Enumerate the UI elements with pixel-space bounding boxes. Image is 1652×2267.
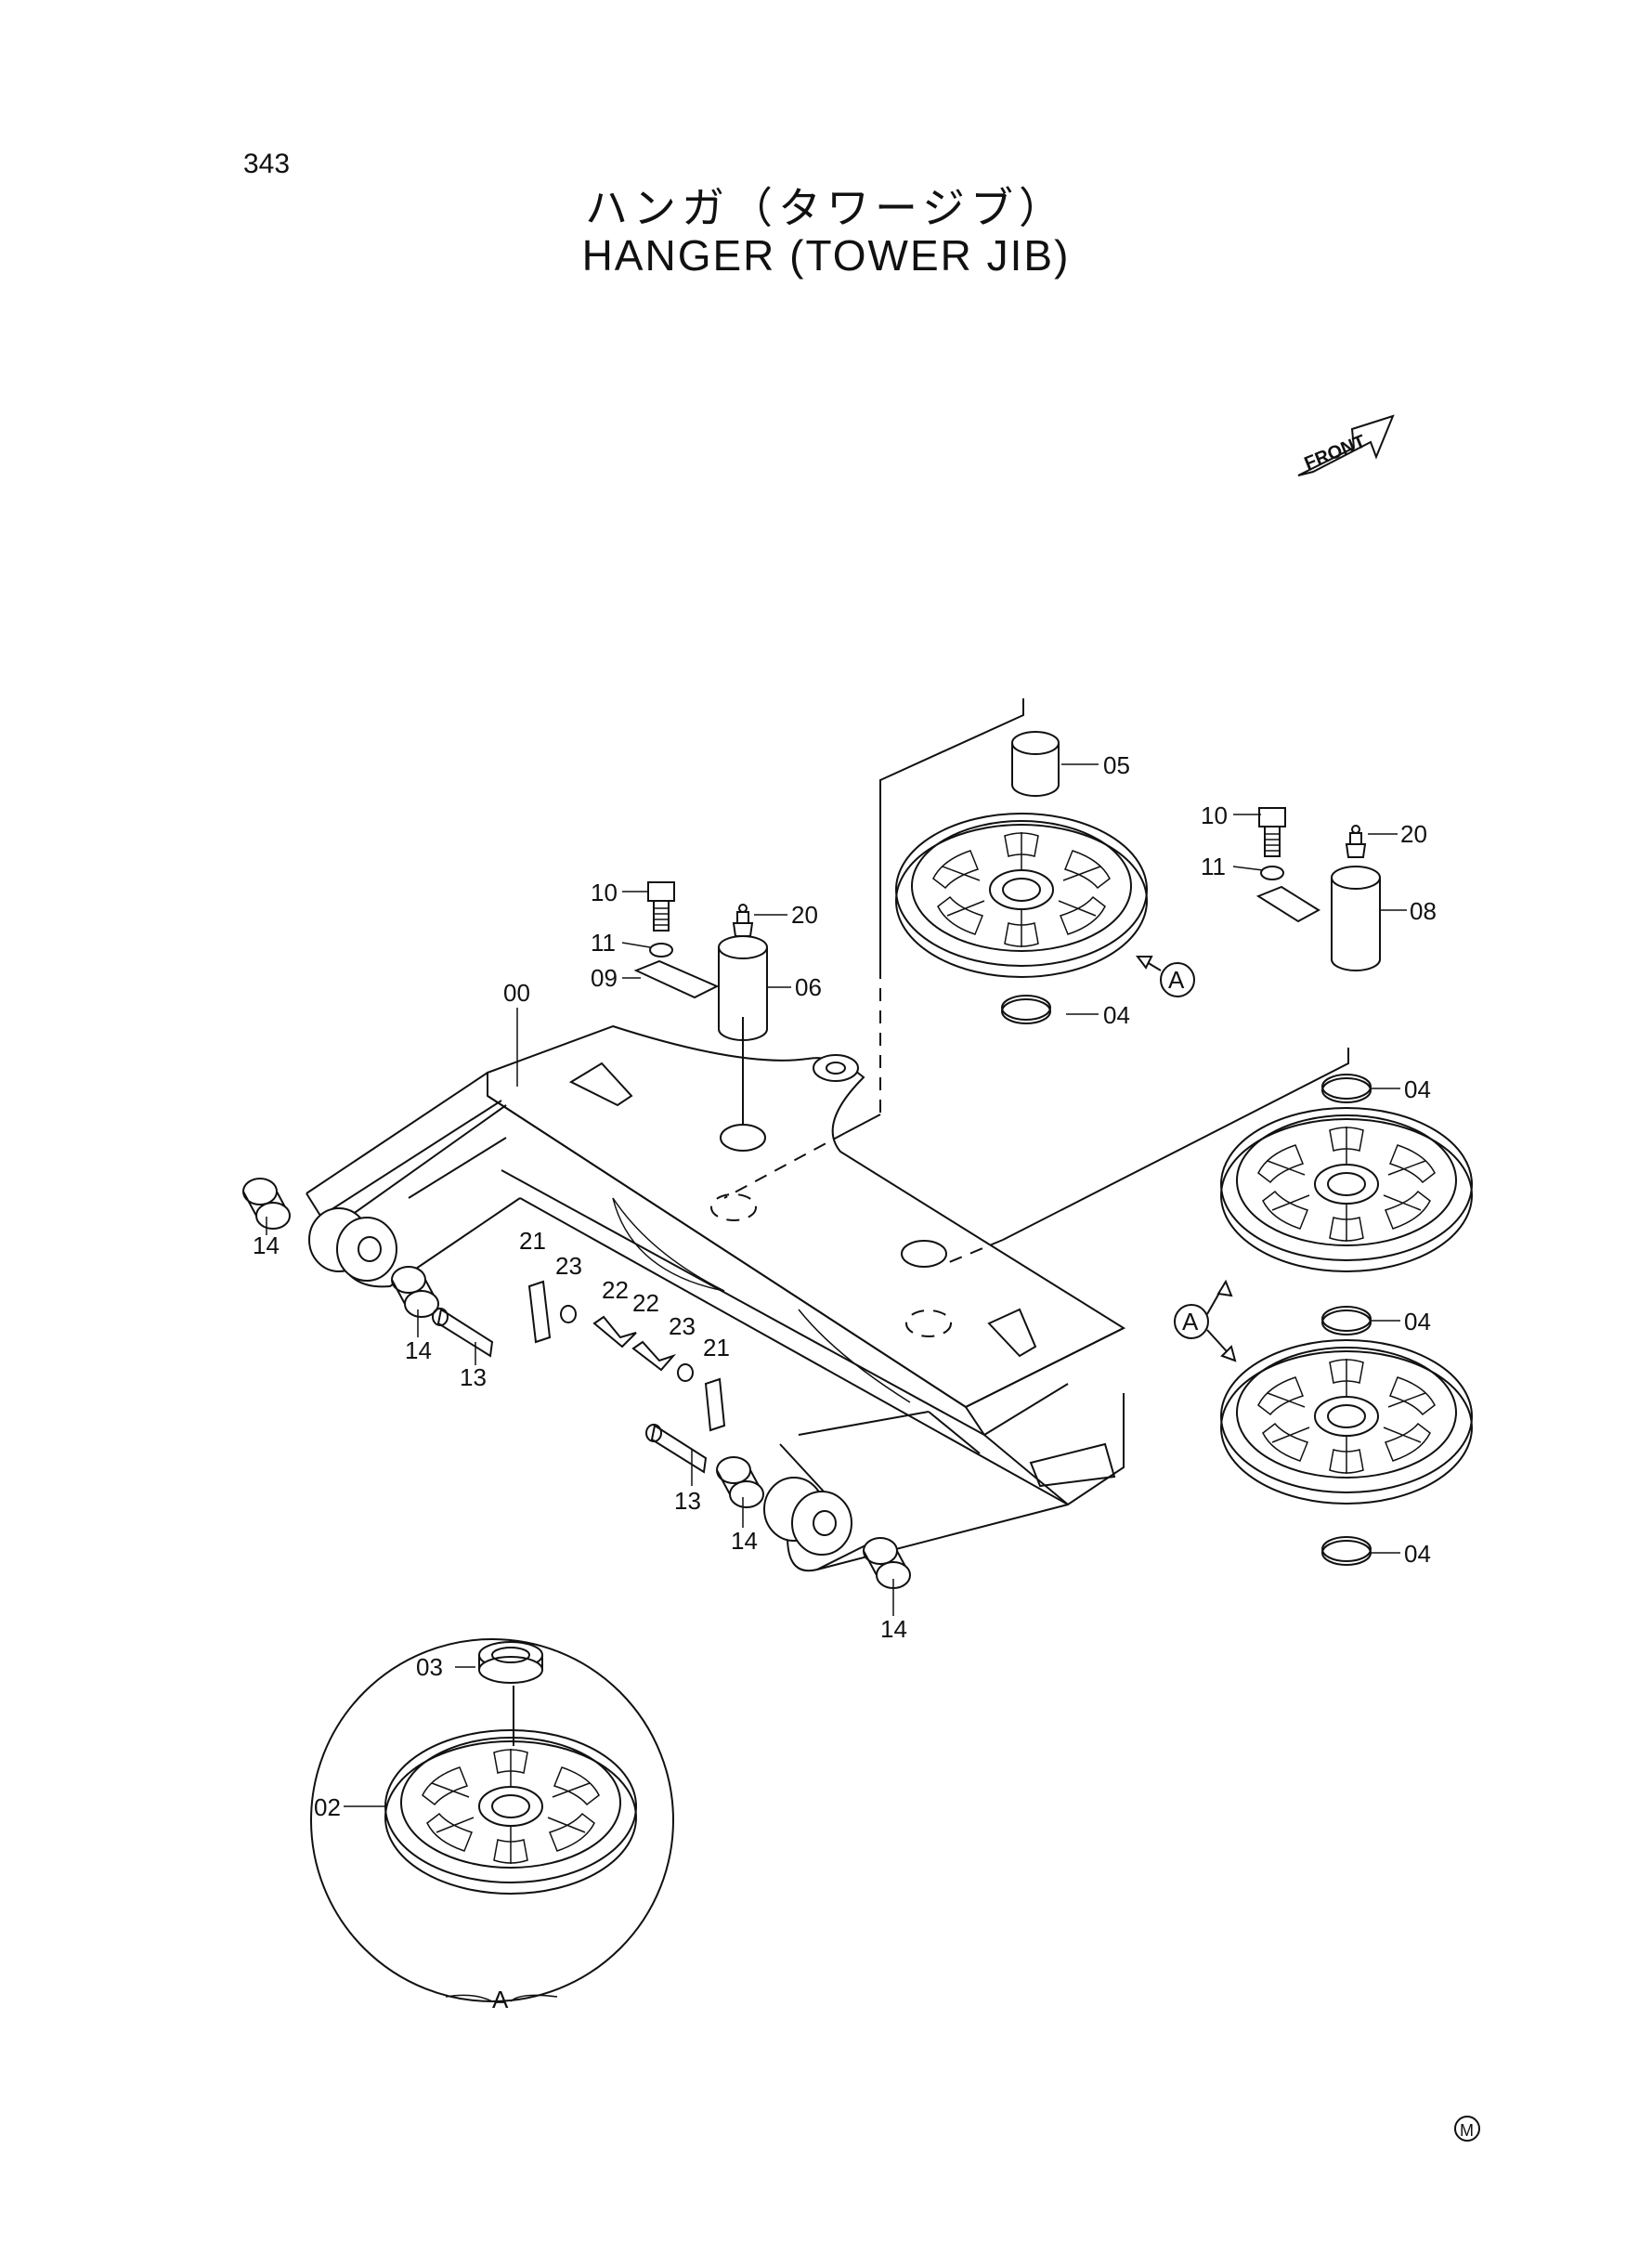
- m-mark-label: M: [1460, 2121, 1474, 2140]
- callout-a-label-2: A: [1182, 1308, 1199, 1335]
- part-label-22: 22: [632, 1289, 659, 1317]
- part-label-08: 08: [1410, 897, 1437, 925]
- part-label-05: 05: [1103, 751, 1130, 779]
- part-label-20: 20: [791, 901, 818, 929]
- center-lines: [723, 698, 1349, 1264]
- part-label-10: 10: [591, 879, 618, 906]
- part-label-21: 21: [519, 1227, 546, 1255]
- part-label-10: 10: [1201, 801, 1228, 829]
- part-label-00: 00: [503, 979, 530, 1007]
- part-label-04: 04: [1103, 1001, 1130, 1029]
- part-label-04: 04: [1404, 1075, 1431, 1103]
- part-label-06: 06: [795, 973, 822, 1001]
- part-label-11: 11: [1201, 853, 1226, 880]
- part-label-14: 14: [880, 1615, 907, 1643]
- part-label-14: 14: [405, 1336, 432, 1364]
- detail-view-label: A: [492, 1986, 509, 2013]
- part-label-21: 21: [703, 1334, 730, 1362]
- upper-sheave: [895, 731, 1148, 1024]
- part-label-23: 23: [555, 1252, 582, 1280]
- right-sheaves: [1220, 1074, 1473, 1566]
- part-label-23: 23: [669, 1312, 696, 1340]
- small-parts: [242, 1178, 911, 1589]
- detail-view-a: [310, 1638, 674, 2002]
- part-label-13: 13: [460, 1363, 487, 1391]
- label-leaders: [266, 763, 1407, 2002]
- part-label-13: 13: [674, 1487, 701, 1515]
- front-label: FRONT: [1302, 431, 1369, 474]
- callout-a-label: A: [1168, 966, 1185, 994]
- part-label-20: 20: [1400, 820, 1427, 848]
- part-label-03: 03: [416, 1653, 443, 1681]
- page-number: 343: [243, 149, 291, 179]
- title-japanese: ハンガ（タワージブ）: [584, 183, 1068, 233]
- part-label-04: 04: [1404, 1308, 1431, 1335]
- part-label-14: 14: [731, 1527, 758, 1555]
- front-arrow-icon: FRONT: [1297, 414, 1395, 476]
- callout-a-right: A: [1174, 1279, 1237, 1362]
- part-label-14: 14: [253, 1231, 280, 1259]
- hanger-frame: [306, 1024, 1126, 1572]
- callout-a-upper: A: [1136, 956, 1195, 997]
- part-label-09: 09: [591, 964, 618, 992]
- pin-assembly-left: [633, 881, 768, 1041]
- m-mark: M: [1454, 2116, 1480, 2142]
- part-label-11: 11: [591, 929, 616, 957]
- part-label-02: 02: [314, 1793, 341, 1821]
- pin-assembly-right: [1255, 807, 1381, 971]
- part-labels: 05 04 04 04 04 10 11 09 06 20 10 11 20 0…: [253, 751, 1437, 2013]
- part-label-04: 04: [1404, 1540, 1431, 1568]
- part-label-22: 22: [602, 1276, 629, 1304]
- title-english: HANGER (TOWER JIB): [581, 231, 1071, 280]
